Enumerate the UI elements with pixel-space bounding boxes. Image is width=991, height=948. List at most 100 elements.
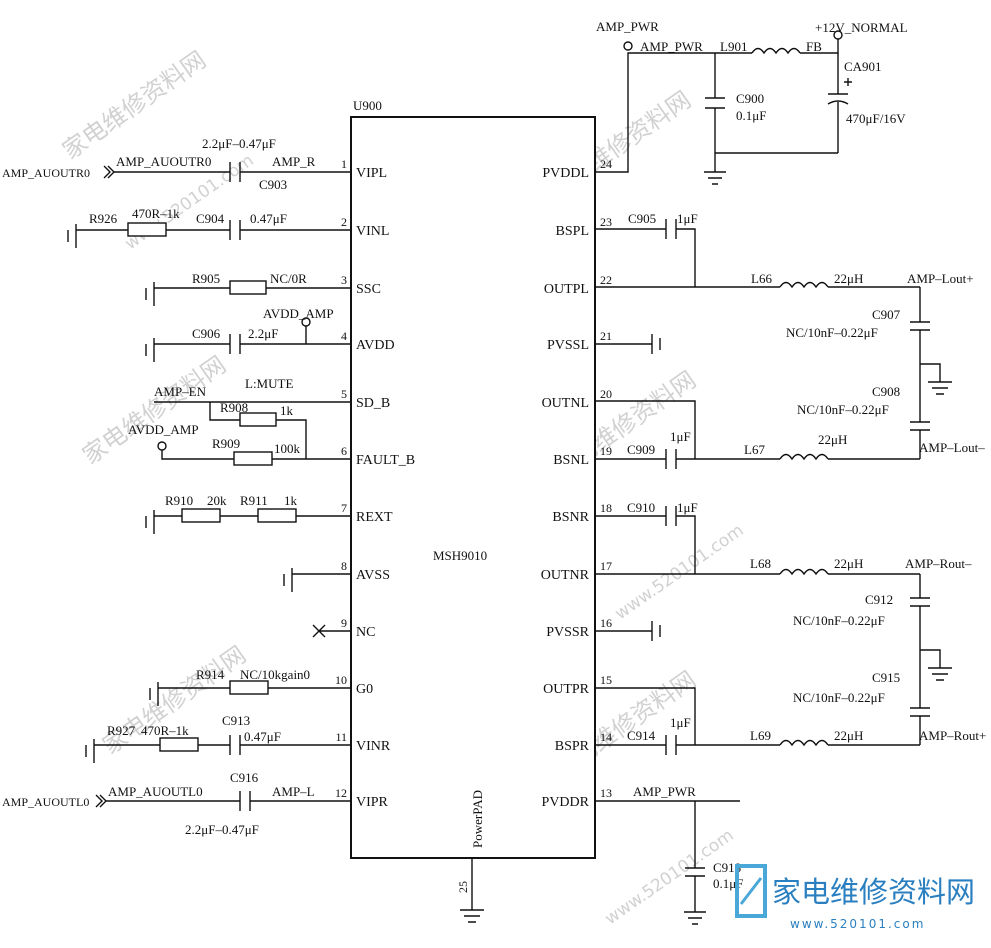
right-pins: PVDDL24BSPL23OUTPL22PVSSL21OUTNL20BSNL19… <box>541 157 612 810</box>
net-label: AMP–Rout– <box>905 556 972 571</box>
capacitor-c916 <box>239 791 251 811</box>
inductor-l68 <box>779 568 829 576</box>
component-ref: L901 <box>720 39 747 54</box>
component-value: 470R–1k <box>141 723 189 738</box>
pin-name: PVSSL <box>547 338 589 353</box>
component-value: 2.2μF–0.47μF <box>185 822 259 837</box>
component-ref: R926 <box>89 211 118 226</box>
left-pins: VIPL1VINL2SSC3AVDD4SD_B5FAULT_B6REXT7AVS… <box>335 157 415 810</box>
component-ref: R909 <box>212 436 240 451</box>
component-ref: C905 <box>628 211 656 226</box>
net-label: AMP_R <box>272 154 316 169</box>
net-label: AMP–Lout– <box>919 440 985 455</box>
component-ref: R905 <box>192 271 220 286</box>
capacitor-c913 <box>229 735 241 755</box>
pin-number: 3 <box>341 273 347 287</box>
wire <box>161 450 351 460</box>
ground-symbol <box>145 282 155 306</box>
pin-number: 1 <box>341 157 347 171</box>
input-port-icon <box>103 165 115 179</box>
component-ref: C908 <box>872 384 900 399</box>
pin-number: 11 <box>335 730 347 744</box>
pin-name: AVSS <box>356 568 390 583</box>
pin-name: PVDDR <box>542 795 590 810</box>
component-value: 1k <box>284 493 298 508</box>
capacitors-c907-c908 <box>910 287 930 459</box>
pin-name: VINR <box>356 739 391 754</box>
ground-symbol <box>920 363 952 395</box>
pin-number: 5 <box>341 387 347 401</box>
wire <box>595 515 696 574</box>
net-label: AMP_AUOUTL0 <box>108 784 203 799</box>
component-value: 2.2μF <box>248 326 278 341</box>
pin-number: 12 <box>335 786 347 800</box>
wire <box>154 326 351 345</box>
component-value: 22μH <box>834 556 863 571</box>
ground-symbol <box>145 338 155 362</box>
pin-name: G0 <box>356 682 373 697</box>
pin-number: 25 <box>456 881 470 893</box>
pin-name: VIPR <box>356 795 389 810</box>
chip-ref: U900 <box>353 98 382 113</box>
component-value: NC/10nF–0.22μF <box>793 690 885 705</box>
component-value: FB <box>806 39 822 54</box>
ground-symbol <box>920 649 952 681</box>
component-ref: R910 <box>165 493 193 508</box>
net-label: AMP_PWR <box>633 784 696 799</box>
ground-symbol <box>67 224 77 248</box>
watermark-url: www.520101.com <box>611 520 747 624</box>
component-ref: R908 <box>220 400 248 415</box>
pin-name: AVDD <box>356 338 395 353</box>
wire <box>595 228 696 287</box>
pin-name: PVDDL <box>542 166 589 181</box>
capacitor-c909 <box>665 449 677 469</box>
pin-number: 15 <box>600 673 612 687</box>
net-label: AMP_PWR <box>640 39 703 54</box>
pin-number: 17 <box>600 559 612 573</box>
component-ref: C910 <box>627 500 655 515</box>
power-terminal <box>623 41 633 51</box>
pin-name: VINL <box>356 224 389 239</box>
pin-number: 9 <box>341 616 347 630</box>
component-value: 22μH <box>834 728 863 743</box>
component-value: NC/0R <box>270 271 307 286</box>
pin-name: BSPR <box>555 739 590 754</box>
pin-name: PVSSR <box>546 625 589 640</box>
pin-number: 14 <box>600 730 612 744</box>
component-ref: C904 <box>196 211 225 226</box>
net-label: AMP–L <box>272 784 315 799</box>
pin-name: SD_B <box>356 396 390 411</box>
net-label: AMP_AUOUTR0 <box>116 154 211 169</box>
resistor-r905 <box>229 280 267 295</box>
capacitor-c918 <box>684 801 706 925</box>
pin-number: 22 <box>600 273 612 287</box>
component-value: 2.2μF–0.47μF <box>202 136 276 151</box>
pin-name: OUTPR <box>543 682 590 697</box>
resistor-r909 <box>233 451 273 466</box>
pin-number: 10 <box>335 673 347 687</box>
capacitor-c904 <box>229 220 241 240</box>
wire <box>209 402 307 459</box>
pin-number: 18 <box>600 501 612 515</box>
capacitor-c905 <box>665 219 677 239</box>
component-value: 22μH <box>834 271 863 286</box>
component-value: NC/10nF–0.22μF <box>797 402 889 417</box>
component-ref: C909 <box>627 442 655 457</box>
component-ref: C912 <box>865 592 893 607</box>
component-ref: C900 <box>736 91 764 106</box>
inductor-l69 <box>779 739 829 747</box>
component-value: 1μF <box>670 715 691 730</box>
capacitor-c903 <box>229 162 241 182</box>
pin-name: FAULT_B <box>356 453 415 468</box>
component-ref: C903 <box>259 177 287 192</box>
pin-number: 6 <box>341 444 347 458</box>
inductor-l901 <box>751 47 801 55</box>
port-amp-auoutl0: AMP_AUOUTL0 <box>2 795 89 809</box>
component-value: NC/10kgain0 <box>240 667 310 682</box>
component-ref: C916 <box>230 770 259 785</box>
resistor-r911 <box>257 508 297 523</box>
resistor-r910 <box>181 508 221 523</box>
pin-name: BSPL <box>556 224 589 239</box>
site-logo: 家电维修资料网 www.520101.com <box>735 864 975 931</box>
